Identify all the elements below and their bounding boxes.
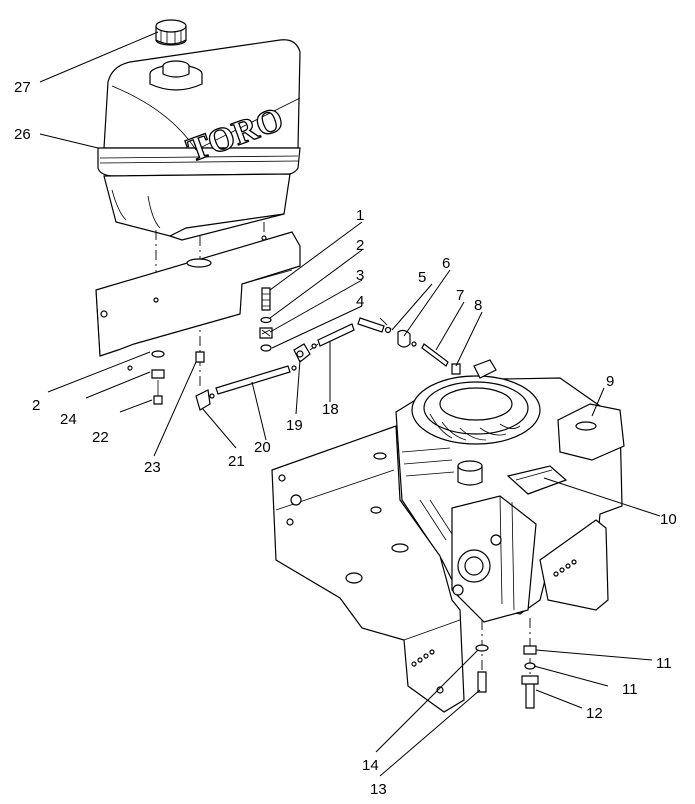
callout-3: 3 bbox=[356, 267, 364, 284]
callout-6: 6 bbox=[442, 255, 450, 272]
callout-19: 19 bbox=[286, 417, 303, 434]
fuel-tank bbox=[97, 39, 301, 241]
callout-7: 7 bbox=[456, 287, 464, 304]
tank-support-bracket bbox=[95, 231, 301, 371]
callout-10: 10 bbox=[660, 511, 677, 528]
callout-5: 5 bbox=[418, 269, 426, 286]
callout-20: 20 bbox=[254, 439, 271, 456]
callout-26: 26 bbox=[14, 126, 31, 143]
callout-9: 9 bbox=[606, 373, 614, 390]
callout-13: 13 bbox=[370, 781, 387, 798]
callout-27: 27 bbox=[14, 79, 31, 96]
callout-22: 22 bbox=[92, 429, 109, 446]
callout-labels: 27 26 1 2 3 4 5 6 7 8 9 10 2 24 22 23 21… bbox=[14, 79, 677, 798]
callout-23: 23 bbox=[144, 459, 161, 476]
callout-11: 11 bbox=[656, 655, 672, 672]
callout-8: 8 bbox=[474, 297, 482, 314]
leader-lines bbox=[39, 31, 661, 777]
callout-1: 1 bbox=[356, 207, 364, 224]
callout-18: 18 bbox=[322, 401, 339, 418]
left-mount-hardware bbox=[151, 350, 165, 405]
fuel-cap bbox=[155, 19, 187, 46]
callout-24: 24 bbox=[60, 411, 77, 428]
engine-mount-frame bbox=[271, 425, 609, 713]
callout-2: 2 bbox=[356, 237, 364, 254]
callout-11-lower: 11 bbox=[622, 681, 638, 698]
fuel-line-parts bbox=[195, 287, 461, 411]
callout-4: 4 bbox=[356, 293, 364, 310]
callout-14: 14 bbox=[362, 757, 379, 774]
bottom-hardware bbox=[475, 618, 539, 709]
callout-12: 12 bbox=[586, 705, 603, 722]
callout-2-lower: 2 bbox=[32, 397, 40, 414]
callout-21: 21 bbox=[228, 453, 245, 470]
